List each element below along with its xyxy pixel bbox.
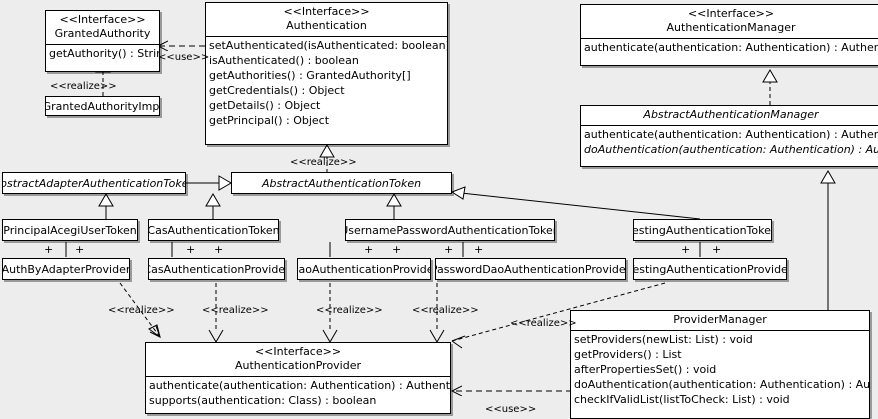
class-name: GrantedAuthorityImpl [45, 99, 160, 113]
class-name: Authentication [286, 19, 367, 32]
association-marker: + [364, 243, 374, 256]
class-name: TestingAuthenticationToken [633, 223, 772, 237]
class-header: <<Interface>> AuthenticationManager [581, 5, 878, 38]
label-use-granted-authority: <<use>> [158, 52, 210, 63]
class-name: AbstractAuthenticationToken [261, 176, 422, 190]
class-header: <<Interface>> AuthenticationProvider [146, 343, 450, 376]
operations-compartment: getAuthority() : String [46, 44, 159, 62]
class-name: AuthenticationManager [666, 21, 796, 34]
stereotype-label: <<Interface>> [687, 7, 775, 20]
operation: authenticate(authentication: Authenticat… [584, 128, 878, 141]
class-username-password-authentication-token[interactable]: UsernamePasswordAuthenticationToken [345, 219, 555, 241]
association-marker: + [392, 243, 402, 256]
operation: setProviders(newList: List) : void [574, 333, 753, 346]
label-realize-password-dao-provider: <<realize>> [412, 305, 479, 316]
class-abstract-adapter-authentication-token[interactable]: AbstractAdapterAuthenticationToken [2, 172, 186, 194]
association-marker: + [681, 243, 691, 256]
class-granted-authority[interactable]: <<Interface>> GrantedAuthority getAuthor… [45, 10, 160, 72]
class-name: TestingAuthenticationProvider [633, 262, 787, 276]
class-name: CasAuthenticationToken [148, 223, 279, 237]
class-name: AbstractAuthenticationManager [643, 108, 819, 121]
stereotype-label: <<Interface>> [59, 13, 146, 26]
class-name: DaoAuthenticationProvider [297, 262, 431, 276]
class-granted-authority-impl[interactable]: GrantedAuthorityImpl [45, 96, 160, 116]
class-testing-authentication-provider[interactable]: TestingAuthenticationProvider [633, 258, 787, 280]
class-principal-acegi-user-token[interactable]: PrincipalAcegiUserToken [2, 219, 138, 241]
operations-compartment: authenticate(authentication: Authenticat… [581, 125, 878, 158]
class-name: AbstractAdapterAuthenticationToken [2, 176, 186, 190]
operation: doAuthentication(authentication: Authent… [574, 378, 870, 391]
operation: authenticate(authentication: Authenticat… [149, 379, 451, 392]
class-header: ProviderManager [571, 311, 869, 330]
class-name: AuthByAdapterProvider [2, 262, 130, 276]
class-name: ProviderManager [673, 313, 767, 326]
operation: getCredentials() : Object [209, 84, 345, 97]
operation: getAuthority() : String [49, 47, 160, 60]
label-realize-granted-authority-impl: <<realize>> [50, 81, 117, 92]
class-authentication-manager[interactable]: <<Interface>> AuthenticationManager auth… [580, 4, 878, 66]
operation: getProviders() : List [574, 348, 682, 361]
operation: supports(authentication: Class) : boolea… [149, 394, 377, 407]
operations-compartment: setProviders(newList: List) : void getPr… [571, 330, 869, 408]
class-authentication-provider[interactable]: <<Interface>> AuthenticationProvider aut… [145, 342, 451, 414]
class-provider-manager[interactable]: ProviderManager setProviders(newList: Li… [570, 310, 870, 419]
association-marker: + [712, 243, 722, 256]
label-realize-abstract-authentication-token: <<realize>> [290, 157, 357, 168]
class-name: GrantedAuthority [54, 27, 151, 40]
operations-compartment: setAuthenticated(isAuthenticated: boolea… [206, 36, 447, 129]
class-auth-by-adapter-provider[interactable]: AuthByAdapterProvider [2, 258, 130, 280]
class-abstract-authentication-token[interactable]: AbstractAuthenticationToken [231, 172, 452, 194]
class-name: PrincipalAcegiUserToken [3, 223, 137, 237]
class-name: UsernamePasswordAuthenticationToken [345, 223, 555, 237]
class-authentication[interactable]: <<Interface>> Authentication setAuthenti… [205, 2, 448, 145]
class-password-dao-authentication-provider[interactable]: PasswordDaoAuthenticationProvider [435, 258, 626, 280]
class-dao-authentication-provider[interactable]: DaoAuthenticationProvider [297, 258, 431, 280]
stereotype-label: <<Interface>> [283, 5, 370, 18]
operation-abstract: doAuthentication(authentication: Authent… [584, 143, 878, 156]
label-realize-dao-provider: <<realize>> [316, 305, 383, 316]
association-marker: + [44, 243, 54, 256]
class-name: PasswordDaoAuthenticationProvider [435, 262, 626, 276]
class-header: <<Interface>> GrantedAuthority [46, 11, 159, 44]
label-realize-cas-provider: <<realize>> [202, 305, 269, 316]
association-marker: + [214, 243, 224, 256]
class-cas-authentication-provider[interactable]: CasAuthenticationProvider [148, 258, 285, 280]
operation: checkIfValidList(listToCheck: List) : vo… [574, 393, 790, 406]
operations-compartment: authenticate(authentication: Authenticat… [146, 376, 450, 409]
operations-compartment: authenticate(authentication: Authenticat… [581, 38, 878, 56]
operation: getAuthorities() : GrantedAuthority[] [209, 69, 411, 82]
class-name: AuthenticationProvider [234, 359, 362, 372]
class-testing-authentication-token[interactable]: TestingAuthenticationToken [633, 219, 772, 241]
association-marker: + [75, 243, 85, 256]
label-realize-auth-by-adapter: <<realize>> [108, 305, 175, 316]
association-marker: + [186, 243, 196, 256]
operation: afterPropertiesSet() : void [574, 363, 717, 376]
label-use-provider-manager: <<use>> [485, 404, 537, 415]
operation: isAuthenticated() : boolean [209, 54, 359, 67]
class-abstract-authentication-manager[interactable]: AbstractAuthenticationManager authentica… [580, 105, 878, 167]
operation: getPrincipal() : Object [209, 114, 330, 127]
class-header: <<Interface>> Authentication [206, 3, 447, 36]
stereotype-label: <<Interface>> [254, 345, 342, 358]
label-realize-testing-provider: <<realize>> [510, 318, 577, 329]
association-marker: + [444, 243, 454, 256]
operation: setAuthenticated(isAuthenticated: boolea… [209, 39, 448, 52]
operation: authenticate(authentication: Authenticat… [584, 41, 878, 54]
class-name: CasAuthenticationProvider [148, 262, 285, 276]
class-cas-authentication-token[interactable]: CasAuthenticationToken [148, 219, 279, 241]
operation: getDetails() : Object [209, 99, 321, 112]
association-marker: + [474, 243, 484, 256]
class-header: AbstractAuthenticationManager [581, 106, 878, 125]
